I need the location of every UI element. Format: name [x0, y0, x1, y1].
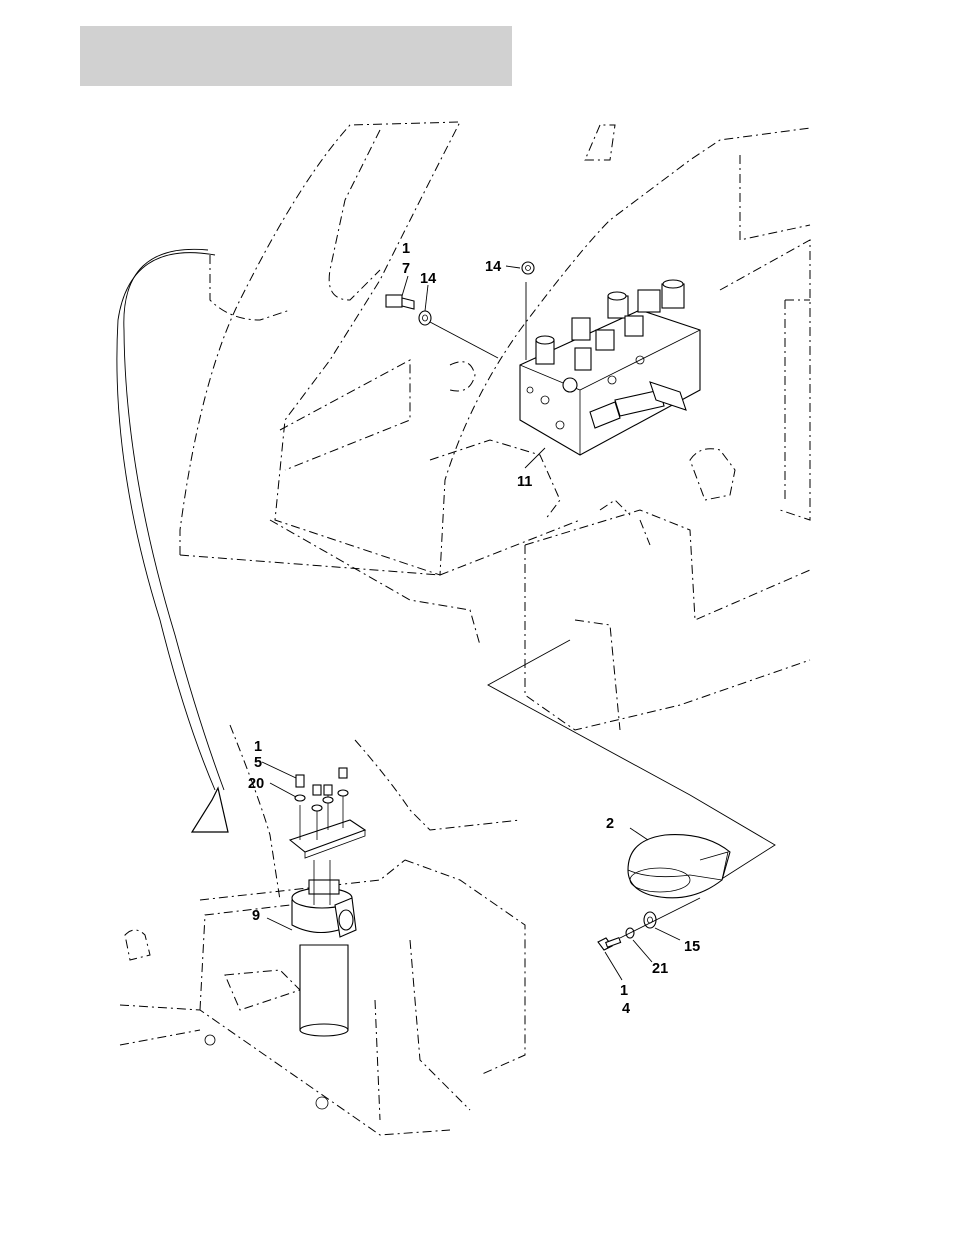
callout-20: 20: [248, 776, 264, 792]
callout-2: 2: [606, 816, 614, 832]
washer-14: [522, 262, 534, 360]
callout-15: 15: [684, 939, 700, 955]
bolt-7: [386, 295, 498, 358]
callout-21: 21: [652, 961, 668, 977]
callout-1-top: 1: [402, 241, 410, 257]
callout-1-bottom: 1: [620, 983, 628, 999]
filter-bracket: [262, 762, 365, 858]
callout-1-mid: 1: [254, 739, 262, 755]
callout-7: 7: [402, 261, 410, 277]
horn-leader: [488, 640, 775, 880]
valve-block-11: [520, 280, 700, 468]
callout-9: 9: [252, 908, 260, 924]
callout-14-a: 14: [420, 271, 436, 287]
callout-4: 4: [622, 1001, 630, 1017]
curved-arrow: [117, 249, 228, 832]
callout-14-b: 14: [485, 259, 501, 275]
filter-9: [267, 860, 356, 1036]
upper-frame-phantom: [180, 122, 810, 730]
callout-11: 11: [517, 474, 532, 490]
callout-5: 5: [254, 755, 262, 771]
horn-2: [628, 828, 730, 898]
